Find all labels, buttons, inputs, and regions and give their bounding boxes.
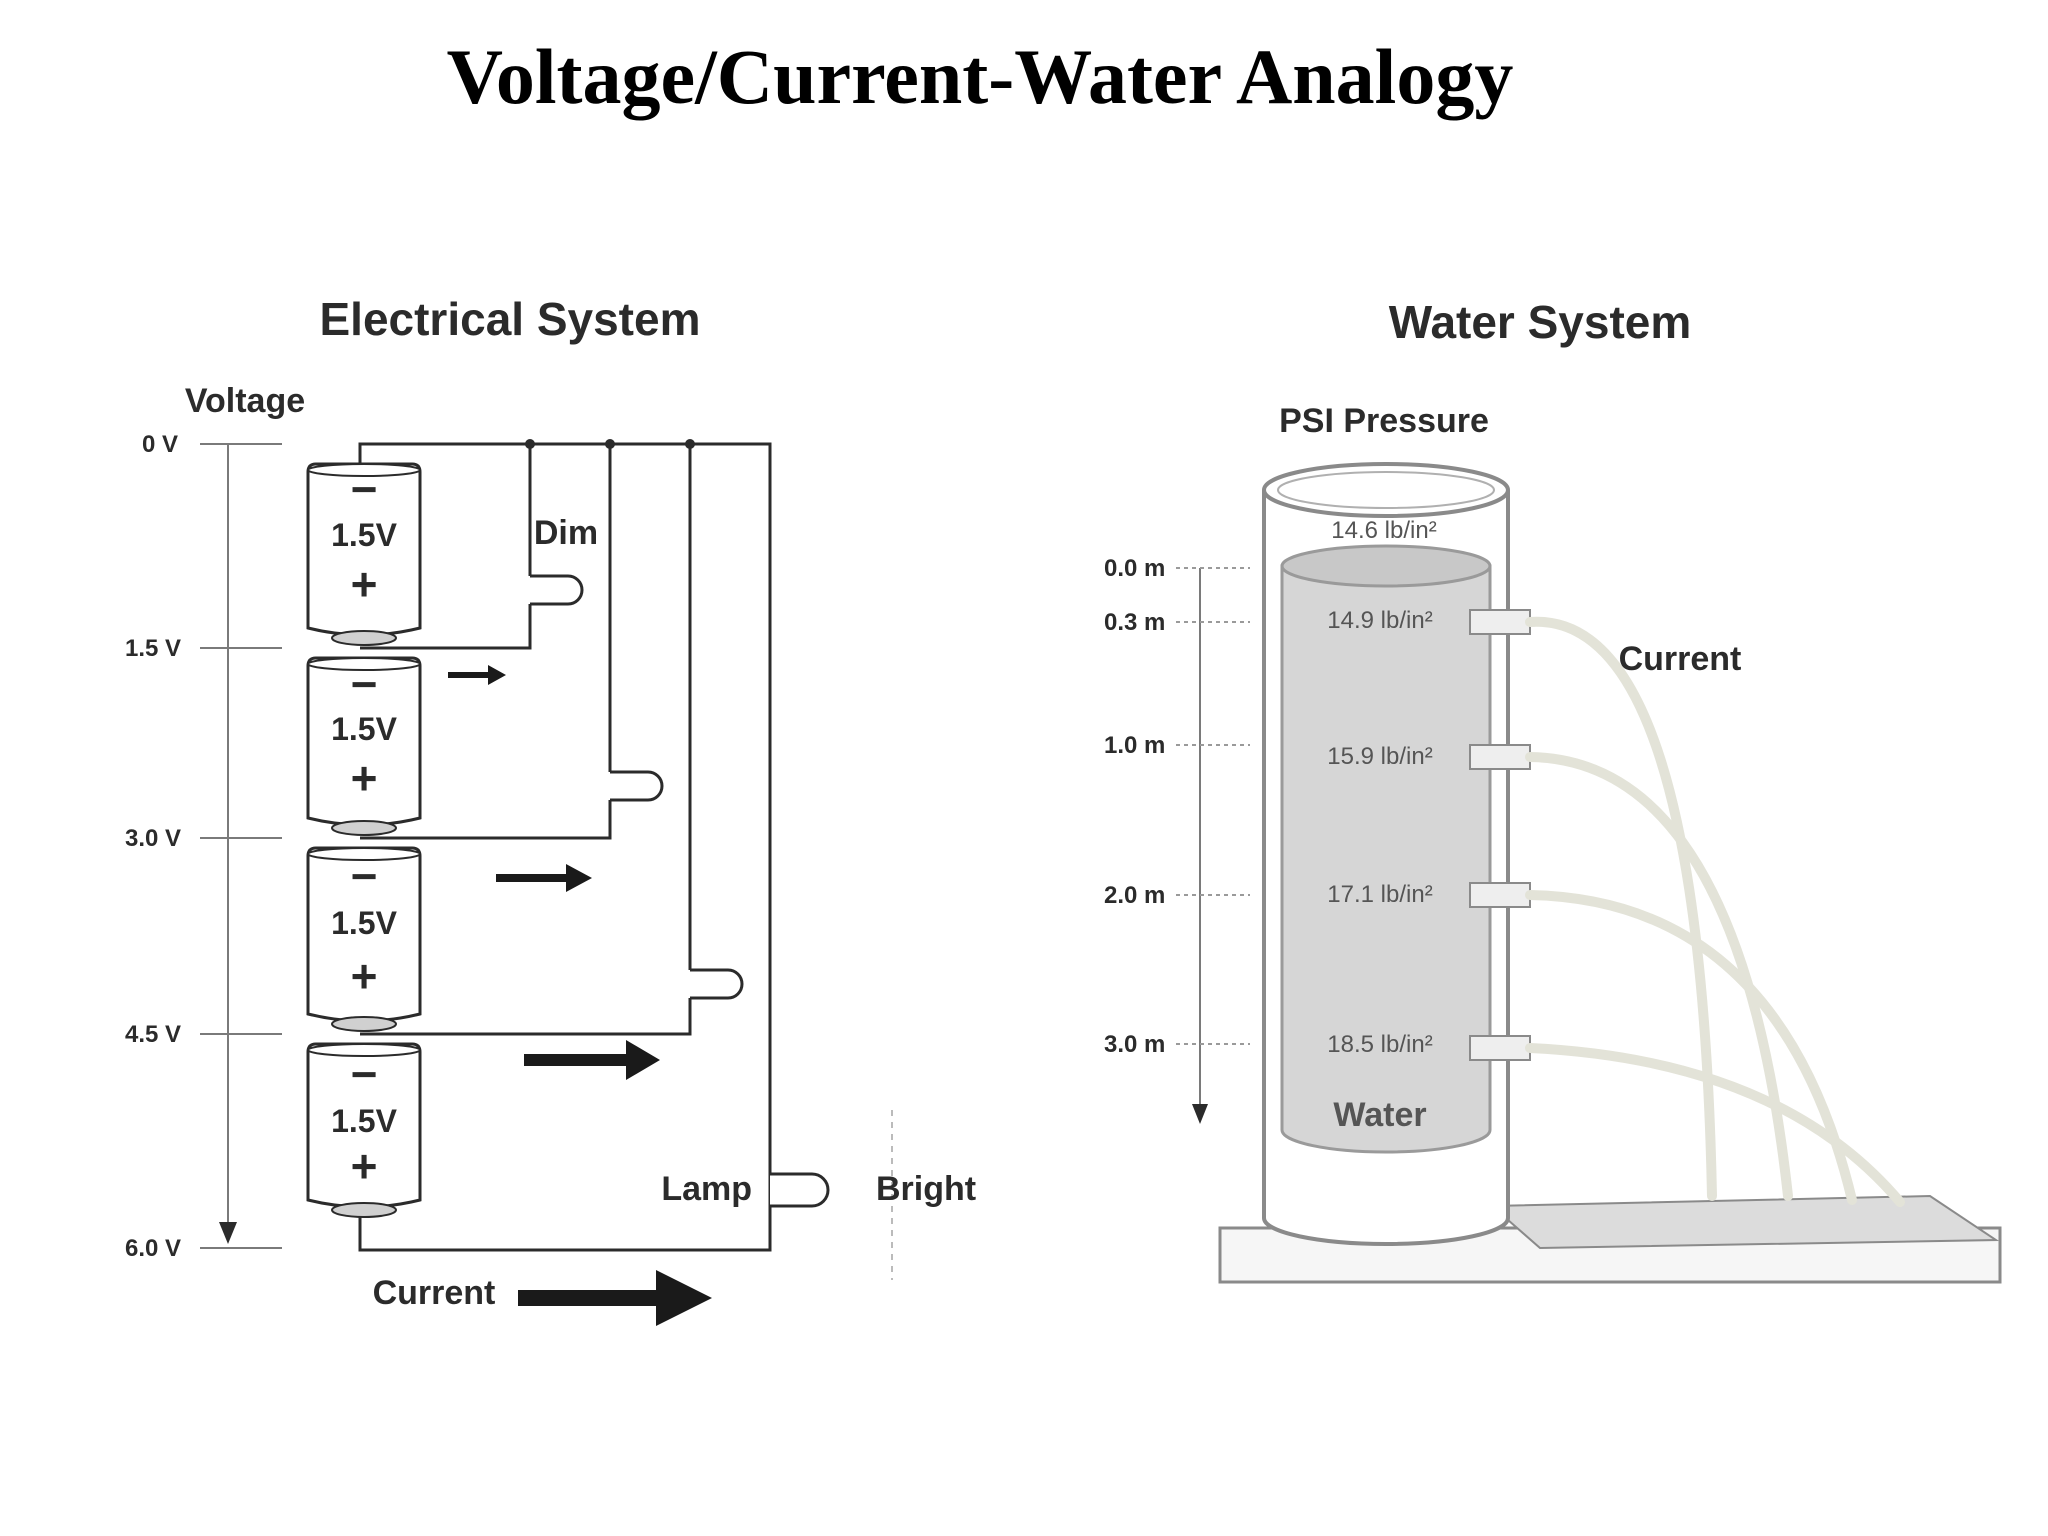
battery-cell-3: − 1.5V +	[306, 846, 422, 1032]
battery-terminal	[331, 1202, 397, 1218]
level-label-6-0v: 6.0 V	[125, 1235, 181, 1262]
minus-sign: −	[351, 850, 378, 902]
plus-sign: +	[351, 558, 378, 610]
minus-sign: −	[351, 1048, 378, 1100]
minus-sign: −	[351, 463, 378, 515]
battery-cap	[307, 847, 421, 861]
pressure-reading: 17.1 lb/in²	[1327, 881, 1432, 908]
dim-lamp-icon	[530, 574, 584, 606]
battery-terminal	[331, 1016, 397, 1032]
tank-rim-inner	[1277, 471, 1495, 509]
level-label-1-5v: 1.5 V	[125, 635, 181, 662]
junction-dot	[525, 439, 535, 449]
tank-rim	[1262, 462, 1510, 518]
current-label: Current	[373, 1274, 496, 1312]
depth-label-1-0m: 1.0 m	[1104, 732, 1165, 759]
battery-cell-4: − 1.5V +	[306, 1042, 422, 1218]
battery-cap	[307, 657, 421, 671]
outlet-pipe	[1469, 1035, 1531, 1061]
voltage-axis-arrowhead	[219, 1222, 237, 1244]
bright-label: Bright	[876, 1170, 976, 1208]
depth-label-3-0m: 3.0 m	[1104, 1031, 1165, 1058]
outlet-pipe	[1469, 744, 1531, 770]
current-arrow-medium	[496, 864, 592, 892]
water-current-label: Current	[1619, 640, 1742, 678]
current-arrow-large	[524, 1040, 660, 1080]
bright-lamp-icon	[770, 1172, 830, 1208]
lamp-icon	[610, 770, 664, 802]
pressure-reading: 18.5 lb/in²	[1327, 1031, 1432, 1058]
water-stream-3	[1525, 890, 1857, 1205]
junction-dot	[605, 439, 615, 449]
water-column	[1280, 564, 1492, 1154]
water-surface	[1280, 544, 1492, 588]
junction-dot	[685, 439, 695, 449]
water-stream-4	[1525, 1043, 1905, 1207]
water-basin	[1489, 1194, 2000, 1250]
outlet-pipe	[1469, 882, 1531, 908]
cell-voltage-label: 1.5V	[331, 905, 397, 941]
water-label: Water	[1333, 1096, 1426, 1134]
dim-label: Dim	[534, 514, 598, 552]
battery-cap	[307, 463, 421, 477]
level-label-3-0v: 3.0 V	[125, 825, 181, 852]
current-arrow-largest	[518, 1270, 712, 1326]
battery-terminal	[331, 820, 397, 836]
level-label-0v: 0 V	[142, 431, 178, 458]
psi-pressure-label: PSI Pressure	[1279, 402, 1489, 440]
depth-label-0-0m: 0.0 m	[1104, 555, 1165, 582]
electrical-system: Electrical System Voltage 0 V 1.5 V 3.0 …	[125, 293, 976, 1326]
battery-cap	[307, 1043, 421, 1057]
voltage-label: Voltage	[185, 382, 305, 420]
electrical-heading: Electrical System	[319, 293, 700, 345]
pressure-reading-top: 14.6 lb/in²	[1331, 517, 1436, 544]
lamp-label: Lamp	[661, 1170, 752, 1208]
depth-label-2-0m: 2.0 m	[1104, 882, 1165, 909]
plus-sign: +	[351, 950, 378, 1002]
cell-voltage-label: 1.5V	[331, 1103, 397, 1139]
water-stream-2	[1525, 752, 1793, 1201]
depth-label-0-3m: 0.3 m	[1104, 609, 1165, 636]
cell-voltage-label: 1.5V	[331, 711, 397, 747]
lamp-3-return-wire	[360, 998, 692, 1036]
current-arrows	[448, 665, 712, 1326]
plus-sign: +	[351, 1140, 378, 1192]
battery-terminal	[331, 630, 397, 646]
level-label-4-5v: 4.5 V	[125, 1021, 181, 1048]
water-system: Water System PSI Pressure 0.0 m	[1104, 296, 2002, 1284]
battery-cell-2: − 1.5V +	[306, 656, 422, 836]
cell-voltage-label: 1.5V	[331, 517, 397, 553]
outlet-pipe	[1469, 609, 1531, 635]
lamp-icon	[690, 968, 744, 1000]
battery-cell-1: − 1.5V +	[306, 462, 422, 646]
slide-title: Voltage/Current-Water Analogy	[446, 33, 1514, 120]
water-stream-1	[1525, 616, 1717, 1201]
minus-sign: −	[351, 658, 378, 710]
dim-lamp-return-wire	[360, 604, 532, 650]
main-circuit-wire	[358, 442, 772, 1252]
plus-sign: +	[351, 752, 378, 804]
lamp-2-return-wire	[360, 800, 612, 840]
water-streams	[1525, 616, 1905, 1207]
pressure-reading: 14.9 lb/in²	[1327, 607, 1432, 634]
pressure-reading: 15.9 lb/in²	[1327, 743, 1432, 770]
current-arrow-small	[448, 665, 506, 685]
water-heading: Water System	[1389, 296, 1692, 348]
depth-axis-arrowhead	[1192, 1104, 1208, 1124]
